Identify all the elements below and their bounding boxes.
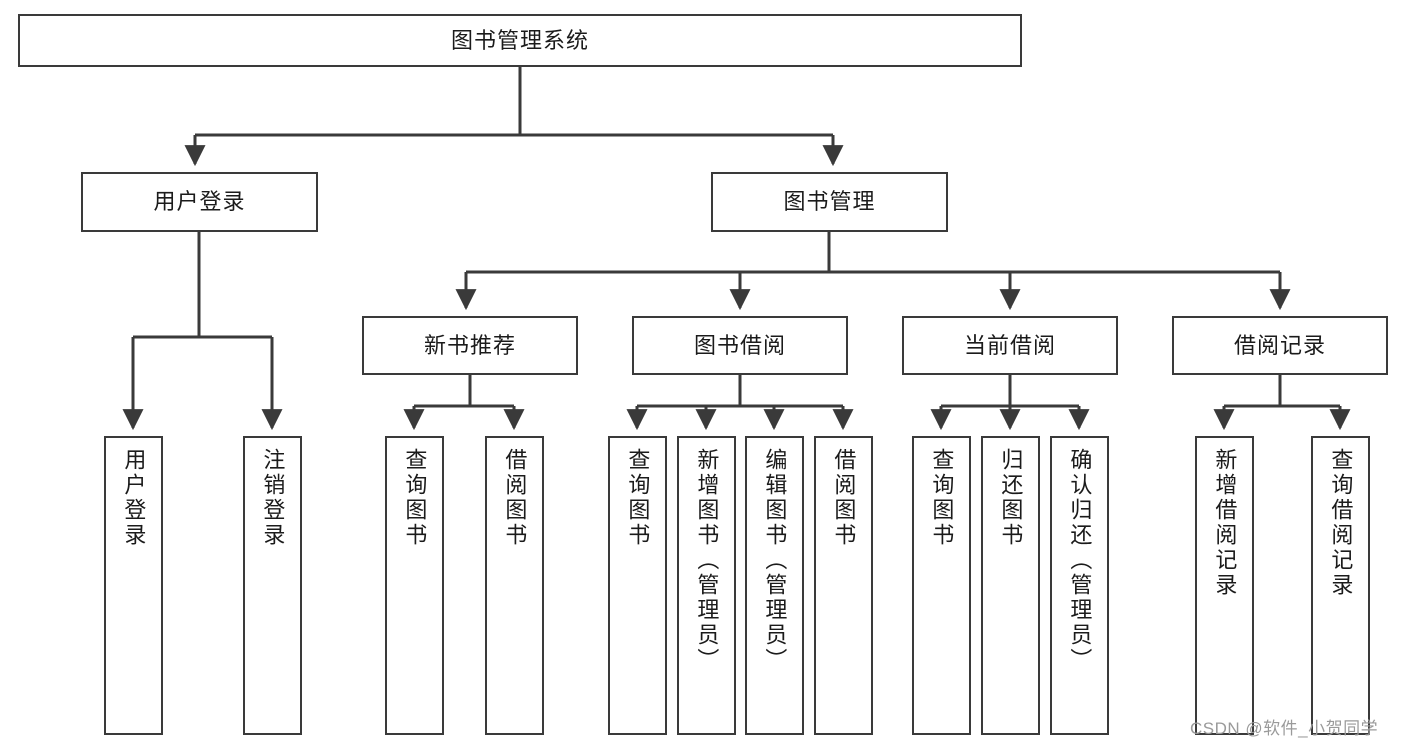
node-leaf-query-book-recommend[interactable]: 查询图书 — [385, 436, 444, 735]
node-label: 新增借阅记录 — [1212, 448, 1238, 598]
node-label: 新书推荐 — [423, 332, 516, 358]
node-label: 图书管理 — [783, 189, 876, 215]
node-leaf-return-book[interactable]: 归还图书 — [981, 436, 1040, 735]
node-label: 查询图书 — [929, 448, 955, 548]
node-label: 图书管理系统 — [450, 27, 589, 53]
node-label: 查询图书 — [625, 448, 651, 548]
node-leaf-confirm-return-admin[interactable]: 确认归还（管理员） — [1050, 436, 1109, 735]
node-label: 查询图书 — [402, 448, 428, 548]
node-label: 图书借阅 — [693, 332, 786, 358]
node-label: 确认归还（管理员） — [1067, 448, 1093, 673]
watermark-text: CSDN @软件_小贺同学 — [1190, 719, 1379, 738]
node-root-book-management-system[interactable]: 图书管理系统 — [18, 14, 1022, 67]
node-leaf-user-login[interactable]: 用户登录 — [104, 436, 163, 735]
node-borrow-record[interactable]: 借阅记录 — [1172, 316, 1388, 375]
node-leaf-add-borrow-record[interactable]: 新增借阅记录 — [1195, 436, 1254, 735]
node-leaf-logout[interactable]: 注销登录 — [243, 436, 302, 735]
node-new-book-recommend[interactable]: 新书推荐 — [362, 316, 578, 375]
node-user-login[interactable]: 用户登录 — [81, 172, 318, 232]
node-label: 当前借阅 — [963, 332, 1056, 358]
node-label: 归还图书 — [998, 448, 1024, 548]
node-leaf-borrow-book[interactable]: 借阅图书 — [814, 436, 873, 735]
node-label: 借阅图书 — [502, 448, 528, 548]
node-label: 借阅图书 — [831, 448, 857, 548]
node-leaf-query-book-borrow[interactable]: 查询图书 — [608, 436, 667, 735]
node-label: 注销登录 — [260, 448, 286, 548]
node-label: 查询借阅记录 — [1328, 448, 1354, 598]
node-leaf-query-book-current[interactable]: 查询图书 — [912, 436, 971, 735]
node-label: 编辑图书（管理员） — [762, 448, 788, 673]
node-leaf-borrow-book-recommend[interactable]: 借阅图书 — [485, 436, 544, 735]
node-leaf-edit-book-admin[interactable]: 编辑图书（管理员） — [745, 436, 804, 735]
node-label: 新增图书（管理员） — [694, 448, 720, 673]
node-leaf-add-book-admin[interactable]: 新增图书（管理员） — [677, 436, 736, 735]
node-label: 用户登录 — [153, 189, 246, 215]
node-book-borrow[interactable]: 图书借阅 — [632, 316, 848, 375]
node-leaf-query-borrow-record[interactable]: 查询借阅记录 — [1311, 436, 1370, 735]
node-label: 借阅记录 — [1233, 332, 1326, 358]
node-current-borrow[interactable]: 当前借阅 — [902, 316, 1118, 375]
node-label: 用户登录 — [121, 448, 147, 548]
node-book-management[interactable]: 图书管理 — [711, 172, 948, 232]
